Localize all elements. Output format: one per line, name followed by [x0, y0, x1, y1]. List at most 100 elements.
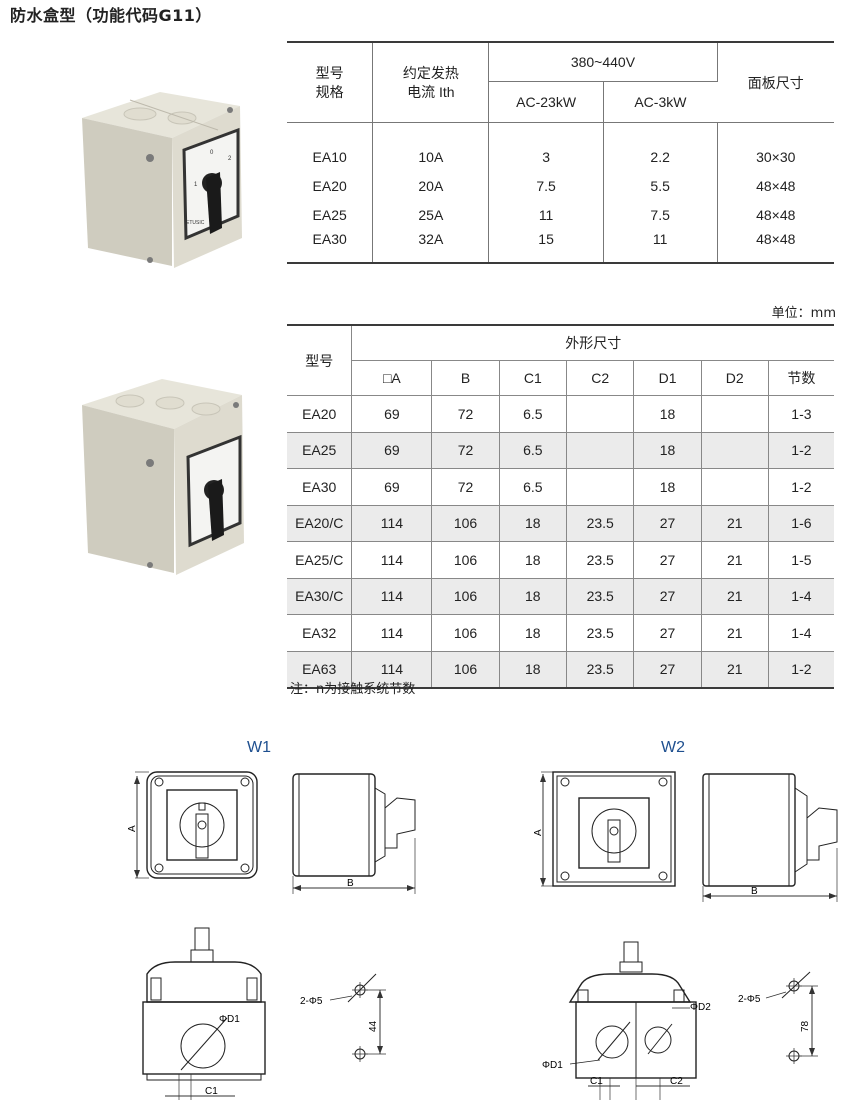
table-cell: 69 — [351, 432, 433, 469]
dim-c1-label: C1 — [205, 1086, 218, 1097]
table-cell: 72 — [431, 432, 500, 469]
col-ac3: AC-3kW — [603, 81, 717, 123]
w2-dim-b-label: B — [751, 886, 758, 897]
table-cell: 1-4 — [768, 578, 834, 615]
table-cell: 1-3 — [768, 395, 834, 433]
table-cell: 21 — [701, 505, 769, 542]
table-cell: 18 — [633, 395, 702, 433]
table-cell: 106 — [431, 614, 500, 652]
table-cell: 23.5 — [566, 505, 635, 542]
table-cell: 72 — [431, 395, 500, 433]
table-cell: 106 — [431, 541, 500, 579]
table-cell: 69 — [351, 468, 433, 506]
table-cell: EA30/C — [287, 578, 353, 615]
table-cell: 27 — [633, 614, 702, 652]
table-cell: 23.5 — [566, 651, 635, 689]
table-cell: 27 — [633, 541, 702, 579]
col-panel: 面板尺寸 — [717, 41, 834, 123]
table-cell: 23.5 — [566, 541, 635, 579]
table-cell: 27 — [633, 505, 702, 542]
table-cell: 27 — [633, 651, 702, 689]
w2-mounting-holes: 78 2-Φ5 — [738, 971, 818, 1064]
col-ac23: AC-23kW — [488, 81, 604, 123]
table-cell: 18 — [633, 432, 702, 469]
table-cell: EA20 — [287, 395, 353, 433]
table-cell: 21 — [701, 578, 769, 615]
dim-d1-label: ΦD1 — [219, 1014, 240, 1025]
table-cell: 21 — [701, 541, 769, 579]
dial-mark-1: 1 — [194, 182, 198, 188]
col-voltage: 380~440V — [488, 41, 718, 82]
w1-holes-label: 2-Φ5 — [300, 996, 323, 1007]
unit-label: 单位：mm — [771, 306, 836, 321]
table-cell: 1-4 — [768, 614, 834, 652]
table-cell: 18 — [633, 468, 702, 506]
w2-holes-label: 2-Φ5 — [738, 994, 761, 1005]
table-cell: 18 — [499, 541, 567, 579]
table-cell: 18 — [499, 505, 567, 542]
table-cell: 72 — [431, 468, 500, 506]
footnote: 注：n为接触系统节数 — [290, 682, 416, 697]
table-cell: 1-2 — [768, 432, 834, 469]
table-cell: 114 — [351, 578, 433, 615]
w2-front-view: A — [533, 771, 676, 887]
table-cell: 1-6 — [768, 505, 834, 542]
table-cell: EA32 — [287, 614, 353, 652]
w2-dim-a-label: A — [533, 829, 544, 836]
drawing-label-w1: W1 — [247, 739, 271, 756]
w2-dim-d2-label: ΦD2 — [690, 1002, 711, 1013]
table-cell — [701, 468, 769, 506]
dim-a-label: A — [127, 825, 138, 832]
table-cell: 114 — [351, 614, 433, 652]
table-cell: EA25 — [287, 432, 353, 469]
table-cell: EA25/C — [287, 541, 353, 579]
table-cell: EA63 — [287, 651, 353, 689]
w2-side-view: B — [702, 773, 838, 902]
table-cell: EA20/C — [287, 505, 353, 542]
w2-dim-c1-label: C1 — [590, 1076, 603, 1087]
table-cell: 1-2 — [768, 468, 834, 506]
w1-front-view: A — [127, 771, 258, 879]
table-cell — [566, 468, 635, 506]
w2-dim-d1-label: ΦD1 — [542, 1060, 563, 1071]
dial-mark-2: 2 — [228, 156, 232, 162]
table-cell: 18 — [499, 578, 567, 615]
table-cell: 23.5 — [566, 578, 635, 615]
w2-hole-spacing: 78 — [800, 1020, 811, 1032]
table-cell: 114 — [351, 505, 433, 542]
col-model: 型号 — [287, 324, 353, 396]
w1-bottom-view: ΦD1 C1 — [142, 927, 266, 1100]
table-cell: 69 — [351, 395, 433, 433]
w2-dim-c2-label: C2 — [670, 1076, 683, 1087]
col-model: 型号 规格 — [287, 41, 374, 123]
w2-bottom-view: ΦD2 ΦD1 C1 C2 — [542, 941, 711, 1100]
table-cell: 1-5 — [768, 541, 834, 579]
table-cell: 6.5 — [499, 432, 567, 469]
w1-hole-spacing: 44 — [368, 1020, 379, 1032]
table-cell: 1-2 — [768, 651, 834, 689]
page-title: 防水盒型（功能代码G11） — [10, 6, 212, 25]
col-group-dimensions: 外形尺寸 — [351, 324, 834, 361]
w1-side-view: B — [292, 773, 416, 894]
drawing-label-w2: W2 — [661, 739, 685, 756]
table-cell: EA30 — [287, 468, 353, 506]
table-cell: 106 — [431, 651, 500, 689]
table-cell: 27 — [633, 578, 702, 615]
table-cell: 106 — [431, 578, 500, 615]
dial-mark-0: 0 — [210, 150, 214, 156]
table-cell: 23.5 — [566, 614, 635, 652]
table-cell: 6.5 — [499, 468, 567, 506]
table-cell: 106 — [431, 505, 500, 542]
table-cell — [566, 395, 635, 433]
table-cell — [566, 432, 635, 469]
